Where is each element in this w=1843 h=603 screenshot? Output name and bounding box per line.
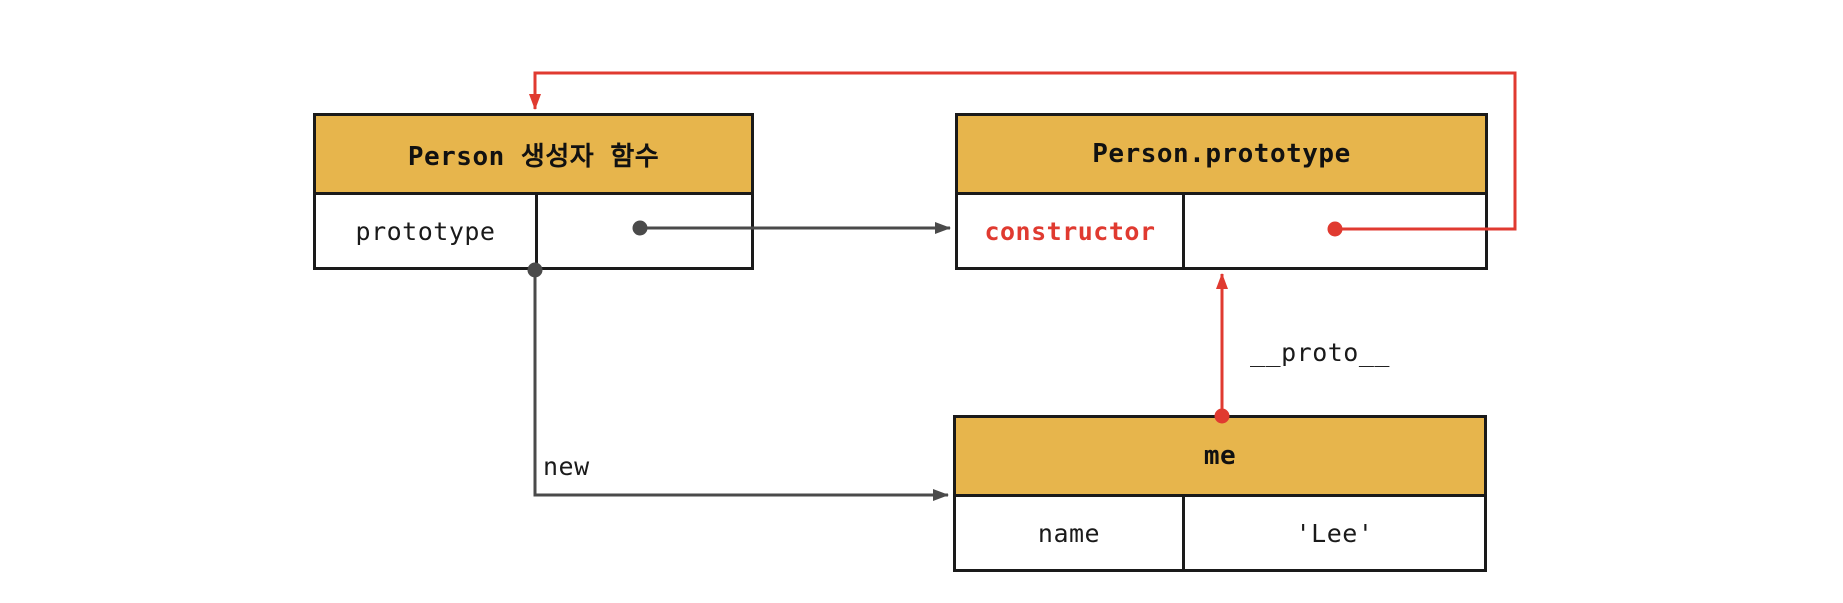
person-constructor-box-body: prototype	[316, 195, 751, 267]
constructor-value-cell	[1185, 195, 1485, 267]
person-prototype-box-body: constructor	[958, 195, 1485, 267]
me-instance-box-title: me	[956, 418, 1484, 497]
proto-link-label: __proto__	[1250, 338, 1390, 367]
me-instance-box-body: name 'Lee'	[956, 497, 1484, 569]
person-prototype-property-label: prototype	[316, 195, 538, 267]
name-property-label: name	[956, 497, 1185, 569]
new-operator-label: new	[543, 452, 590, 481]
new-instantiation-arrow	[533, 270, 949, 501]
person-prototype-value-cell	[538, 195, 751, 267]
name-property-value: 'Lee'	[1295, 518, 1374, 548]
person-constructor-box: Person 생성자 함수 prototype	[313, 113, 754, 270]
constructor-property-label: constructor	[958, 195, 1185, 267]
person-prototype-box: Person.prototype constructor	[955, 113, 1488, 270]
person-prototype-box-title: Person.prototype	[958, 116, 1485, 195]
me-instance-box: me name 'Lee'	[953, 415, 1487, 572]
person-constructor-box-title: Person 생성자 함수	[316, 116, 751, 195]
